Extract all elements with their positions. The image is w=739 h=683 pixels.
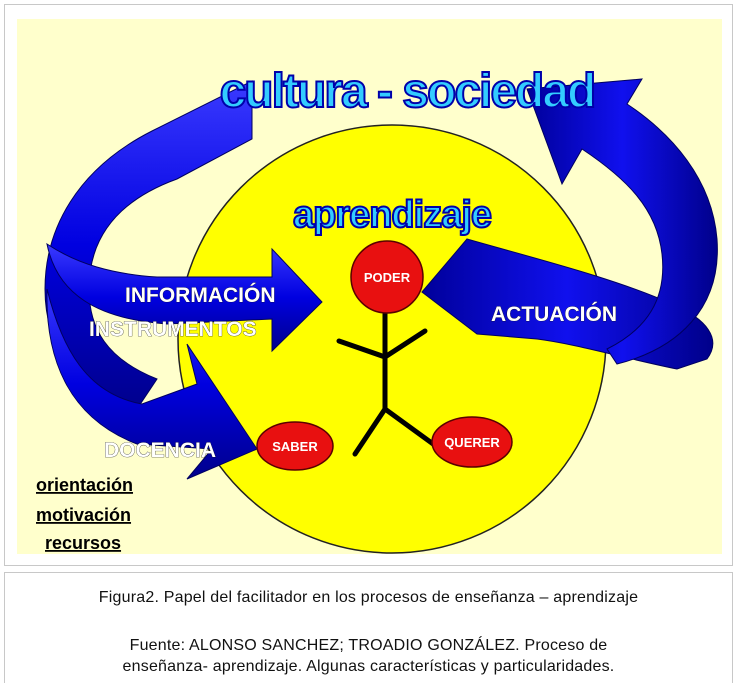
label-docencia: DOCENCIA (104, 439, 216, 462)
title-aprendizaje: aprendizaje (293, 194, 491, 236)
node-saber-label: SABER (272, 439, 318, 454)
caption-source-line2: enseñanza- aprendizaje. Algunas caracter… (122, 658, 615, 675)
node-poder: PODER (350, 240, 424, 314)
title-cultura-sociedad: cultura - sociedad (220, 65, 595, 118)
list-orientacion: orientación (36, 475, 133, 495)
diagram: PODER SABER QUERER INFORMACIÓN INSTRUMEN… (17, 19, 722, 554)
information-arrow (46, 242, 323, 353)
caption-container: Figura2. Papel del facilitador en los pr… (4, 572, 733, 683)
node-saber: SABER (256, 421, 334, 471)
caption-source-line1: Fuente: ALONSO SANCHEZ; TROADIO GONZÁLEZ… (129, 637, 608, 654)
caption-title: Figura2. Papel del facilitador en los pr… (98, 589, 639, 606)
figure-container: PODER SABER QUERER INFORMACIÓN INSTRUMEN… (4, 4, 733, 566)
node-querer-label: QUERER (444, 435, 500, 450)
stick-figure (336, 291, 443, 457)
label-actuacion: ACTUACIÓN (491, 302, 617, 326)
teaching-arrow (46, 288, 258, 480)
culture-arrow-right (526, 78, 718, 365)
list-recursos: recursos (45, 533, 121, 553)
label-instrumentos: INSTRUMENTOS (89, 318, 257, 341)
node-querer: QUERER (431, 416, 513, 468)
list-motivacion: motivación (36, 505, 131, 525)
node-poder-label: PODER (364, 270, 411, 285)
label-informacion: INFORMACIÓN (125, 283, 276, 307)
